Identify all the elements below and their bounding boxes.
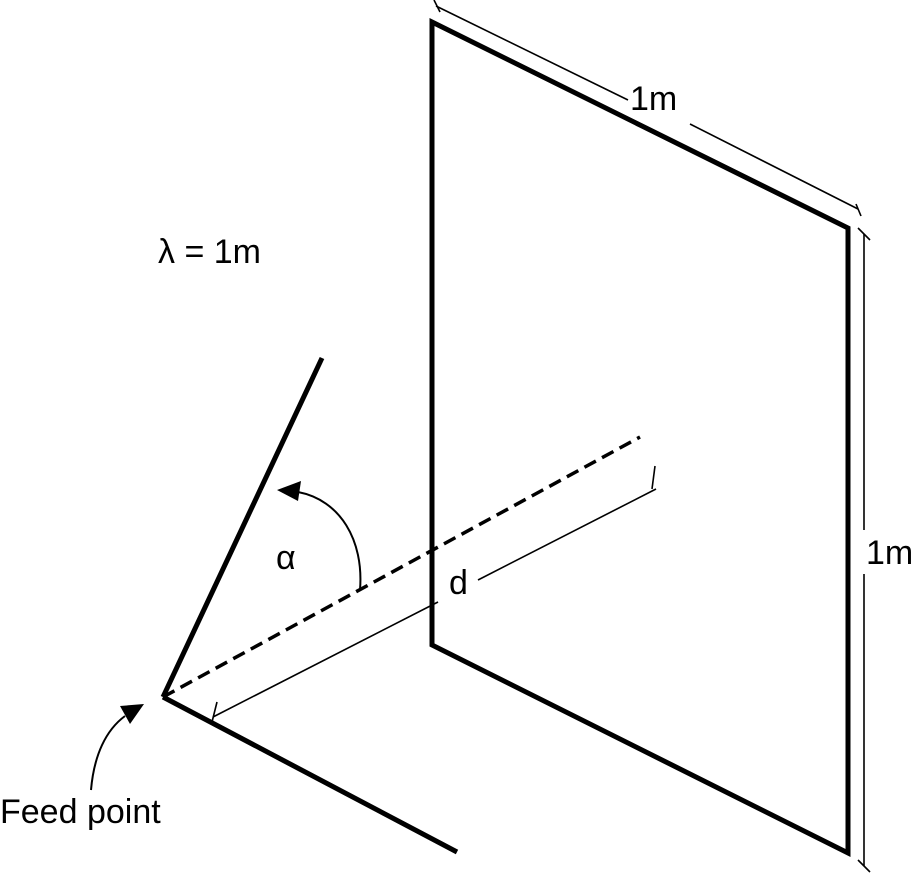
distance-label: d xyxy=(449,564,468,602)
lower-antenna-arm xyxy=(161,694,459,855)
angle-alpha-arc xyxy=(277,481,362,591)
distance-dimension xyxy=(211,465,657,723)
feed-point-arrow xyxy=(90,704,144,791)
plate-width-label: 1m xyxy=(630,80,677,118)
plate-height-label: 1m xyxy=(866,534,913,572)
bisector-axis xyxy=(162,435,641,699)
upper-antenna-arm xyxy=(160,356,325,699)
plate-height-dimension xyxy=(857,227,871,873)
wavelength-label: λ = 1m xyxy=(158,233,261,271)
plate-width-dimension xyxy=(433,0,862,217)
angle-alpha-label: α xyxy=(276,539,296,577)
reflector-plate xyxy=(429,17,851,858)
feed-point-label: Feed point xyxy=(0,793,161,831)
